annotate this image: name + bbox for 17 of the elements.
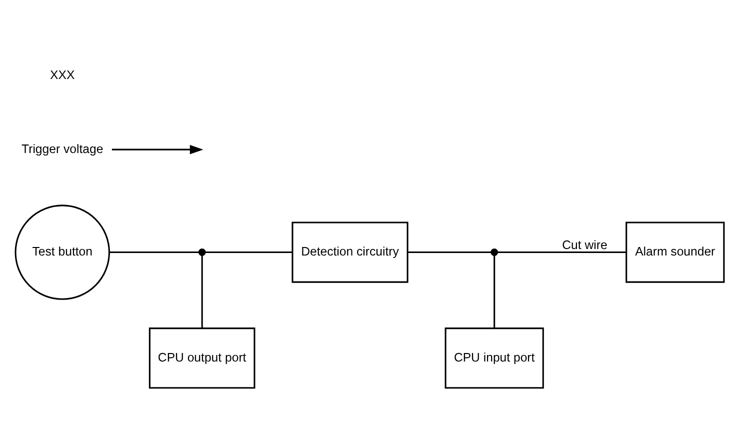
connector [494, 256, 496, 328]
connector [109, 252, 199, 254]
connector [205, 252, 292, 254]
connector [201, 256, 203, 328]
node-box: Alarm sounder [626, 222, 725, 283]
node-text: Trigger voltage [22, 142, 104, 156]
node-box: Detection circuitry [292, 222, 408, 283]
node-circle [490, 248, 498, 256]
label: XXX [50, 68, 75, 82]
node-box: CPU input port [444, 328, 544, 389]
edge-label: Cut wire [562, 238, 608, 252]
node-box: CPU output port [148, 328, 256, 389]
node-circle [198, 248, 206, 256]
connector [497, 252, 626, 254]
node-circle: Test button [14, 204, 110, 300]
connector [408, 252, 492, 254]
arrow [112, 144, 204, 154]
